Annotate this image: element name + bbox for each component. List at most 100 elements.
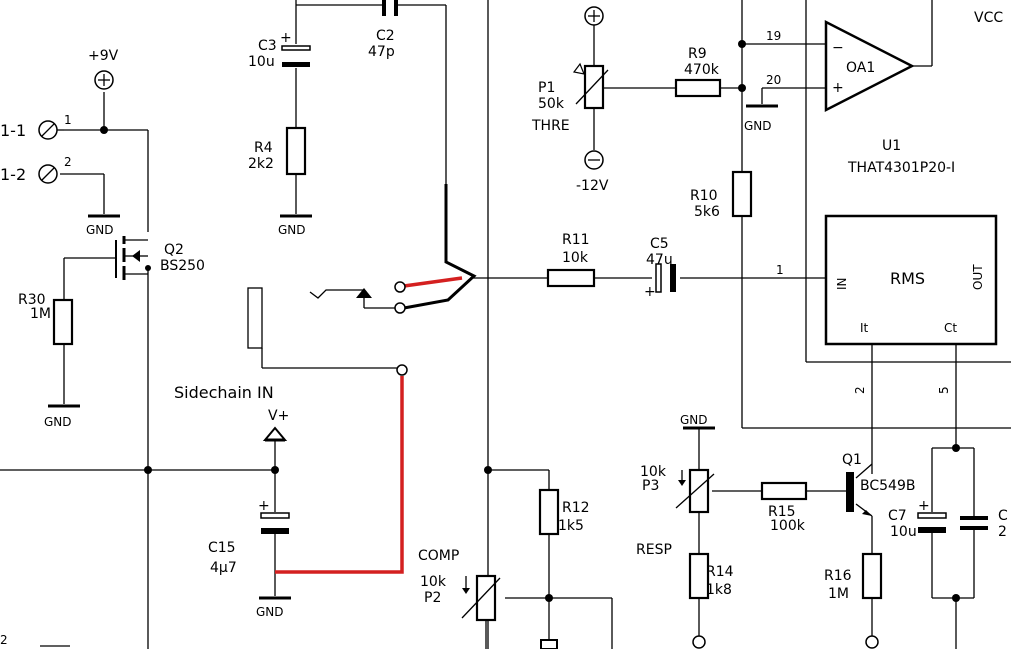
r12-ref: R12 xyxy=(562,500,590,516)
r14-value: 1k8 xyxy=(706,582,732,598)
supply-minus12v: -12V xyxy=(576,150,609,194)
opamp-plus: + xyxy=(832,80,844,96)
r14-ref: R14 xyxy=(706,564,734,580)
potentiometer-p3: 10k P3 RESP xyxy=(636,464,715,558)
potentiometer-p1: P1 50k THRE xyxy=(531,62,609,134)
red-jumpers xyxy=(275,276,463,574)
j1-2-label: 1-2 xyxy=(0,165,26,184)
ground-r4: GND xyxy=(278,214,312,237)
ground-opamp: GND xyxy=(744,104,778,133)
rms-in: IN xyxy=(835,277,849,290)
q2-ref: Q2 xyxy=(164,242,184,258)
p2-value: 10k xyxy=(420,574,447,590)
q1-value: BC549B xyxy=(860,478,915,494)
opamp-minus: − xyxy=(832,40,844,56)
p3-value: 10k xyxy=(640,464,667,480)
ground-q2: GND xyxy=(86,214,120,237)
bottom-left-pin: 2 xyxy=(0,633,8,647)
resistor-r10: R10 5k6 xyxy=(690,170,753,220)
potentiometer-p2: COMP 10k P2 xyxy=(418,548,501,622)
capacitor-c5: + C5 47u xyxy=(644,236,676,300)
r12-value: 1k5 xyxy=(558,518,584,534)
r11-value: 10k xyxy=(562,250,589,266)
vcc-label: VCC xyxy=(974,10,1003,26)
opamp-label: OA1 xyxy=(846,60,875,76)
connector-j1-2: 1-2 2 xyxy=(0,155,72,184)
resistor-r14: R14 1k8 xyxy=(688,552,734,600)
r30-ref: R30 xyxy=(18,292,46,308)
r4-ref: R4 xyxy=(254,140,273,156)
r16-ref: R16 xyxy=(824,568,852,584)
c15-value: 4µ7 xyxy=(210,560,237,576)
r15-ref: R15 xyxy=(768,504,796,520)
resistor-r15: R15 100k xyxy=(760,481,808,534)
ground-label: GND xyxy=(278,223,306,237)
c-partial-value: 2 xyxy=(998,524,1007,540)
supply-plus9v: +9V xyxy=(88,48,119,90)
opamp-oa1: − + OA1 xyxy=(824,19,915,113)
rms-it: It xyxy=(860,321,869,335)
pin-19: 19 xyxy=(766,29,781,43)
switch-wiring xyxy=(403,184,477,310)
jack-socket xyxy=(247,281,408,376)
q2-value: BS250 xyxy=(160,258,205,274)
r9-ref: R9 xyxy=(688,46,707,62)
r4-value: 2k2 xyxy=(248,156,274,172)
c3-ref: C3 xyxy=(258,38,277,54)
supply-vplus: V+ xyxy=(262,408,289,442)
capacitor-c2: C2 47p xyxy=(368,0,398,60)
c15-ref: C15 xyxy=(208,540,236,556)
u1-part: THAT4301P20-I xyxy=(847,160,955,176)
r16-value: 1M xyxy=(828,586,849,602)
vplus-label: V+ xyxy=(268,408,289,424)
ground-label: GND xyxy=(44,415,72,429)
sidechain-label: Sidechain IN xyxy=(174,383,274,402)
resistor-r30: R30 1M xyxy=(18,292,74,346)
rms-block: RMS IN OUT It Ct xyxy=(824,214,998,346)
junction-dots xyxy=(100,40,960,602)
minus12v-label: -12V xyxy=(576,178,609,194)
r30-value: 1M xyxy=(30,306,51,322)
ground-label: GND xyxy=(256,605,284,619)
p2-name: COMP xyxy=(418,548,459,564)
r11-ref: R11 xyxy=(562,232,590,248)
r10-ref: R10 xyxy=(690,188,718,204)
pin-20: 20 xyxy=(766,73,781,87)
connector-j1-1: 1-1 1 xyxy=(0,113,72,140)
resistor-r9: R9 470k xyxy=(674,46,722,98)
j1-2-pin: 2 xyxy=(64,155,72,169)
c5-value: 47u xyxy=(646,252,673,268)
p3-name: RESP xyxy=(636,542,672,558)
c-partial-ref: C xyxy=(998,508,1008,524)
p1-name: THRE xyxy=(531,118,570,134)
plus9v-label: +9V xyxy=(88,48,119,64)
c5-plus: + xyxy=(644,284,656,300)
j1-1-pin: 1 xyxy=(64,113,72,127)
r15-value: 100k xyxy=(770,518,806,534)
c2-ref: C2 xyxy=(376,28,395,44)
p1-value: 50k xyxy=(538,96,565,112)
c15-plus: + xyxy=(258,498,270,514)
pin-2: 2 xyxy=(853,386,867,394)
pin-1: 1 xyxy=(776,263,784,277)
ground-label: GND xyxy=(744,119,772,133)
ground-r30: GND xyxy=(44,404,80,429)
c7-plus: + xyxy=(918,498,930,514)
resistor-r12: R12 1k5 xyxy=(538,488,590,536)
c5-ref: C5 xyxy=(650,236,669,252)
pin-5: 5 xyxy=(937,386,951,394)
c7-value: 10u xyxy=(890,524,917,540)
capacitor-c3: + C3 10u xyxy=(248,30,311,70)
capacitor-c7: + C7 10u xyxy=(888,498,947,540)
resistor-r4: R4 2k2 xyxy=(248,126,307,176)
transistor-q2: Q2 BS250 xyxy=(115,236,205,280)
ground-label: GND xyxy=(86,223,114,237)
c2-value: 47p xyxy=(368,44,395,60)
rms-ct: Ct xyxy=(944,321,957,335)
c3-plus: + xyxy=(280,30,292,46)
ground-c15: GND xyxy=(256,596,291,619)
p3-ref: P3 xyxy=(642,478,659,494)
r9-value: 470k xyxy=(684,62,720,78)
c7-ref: C7 xyxy=(888,508,907,524)
